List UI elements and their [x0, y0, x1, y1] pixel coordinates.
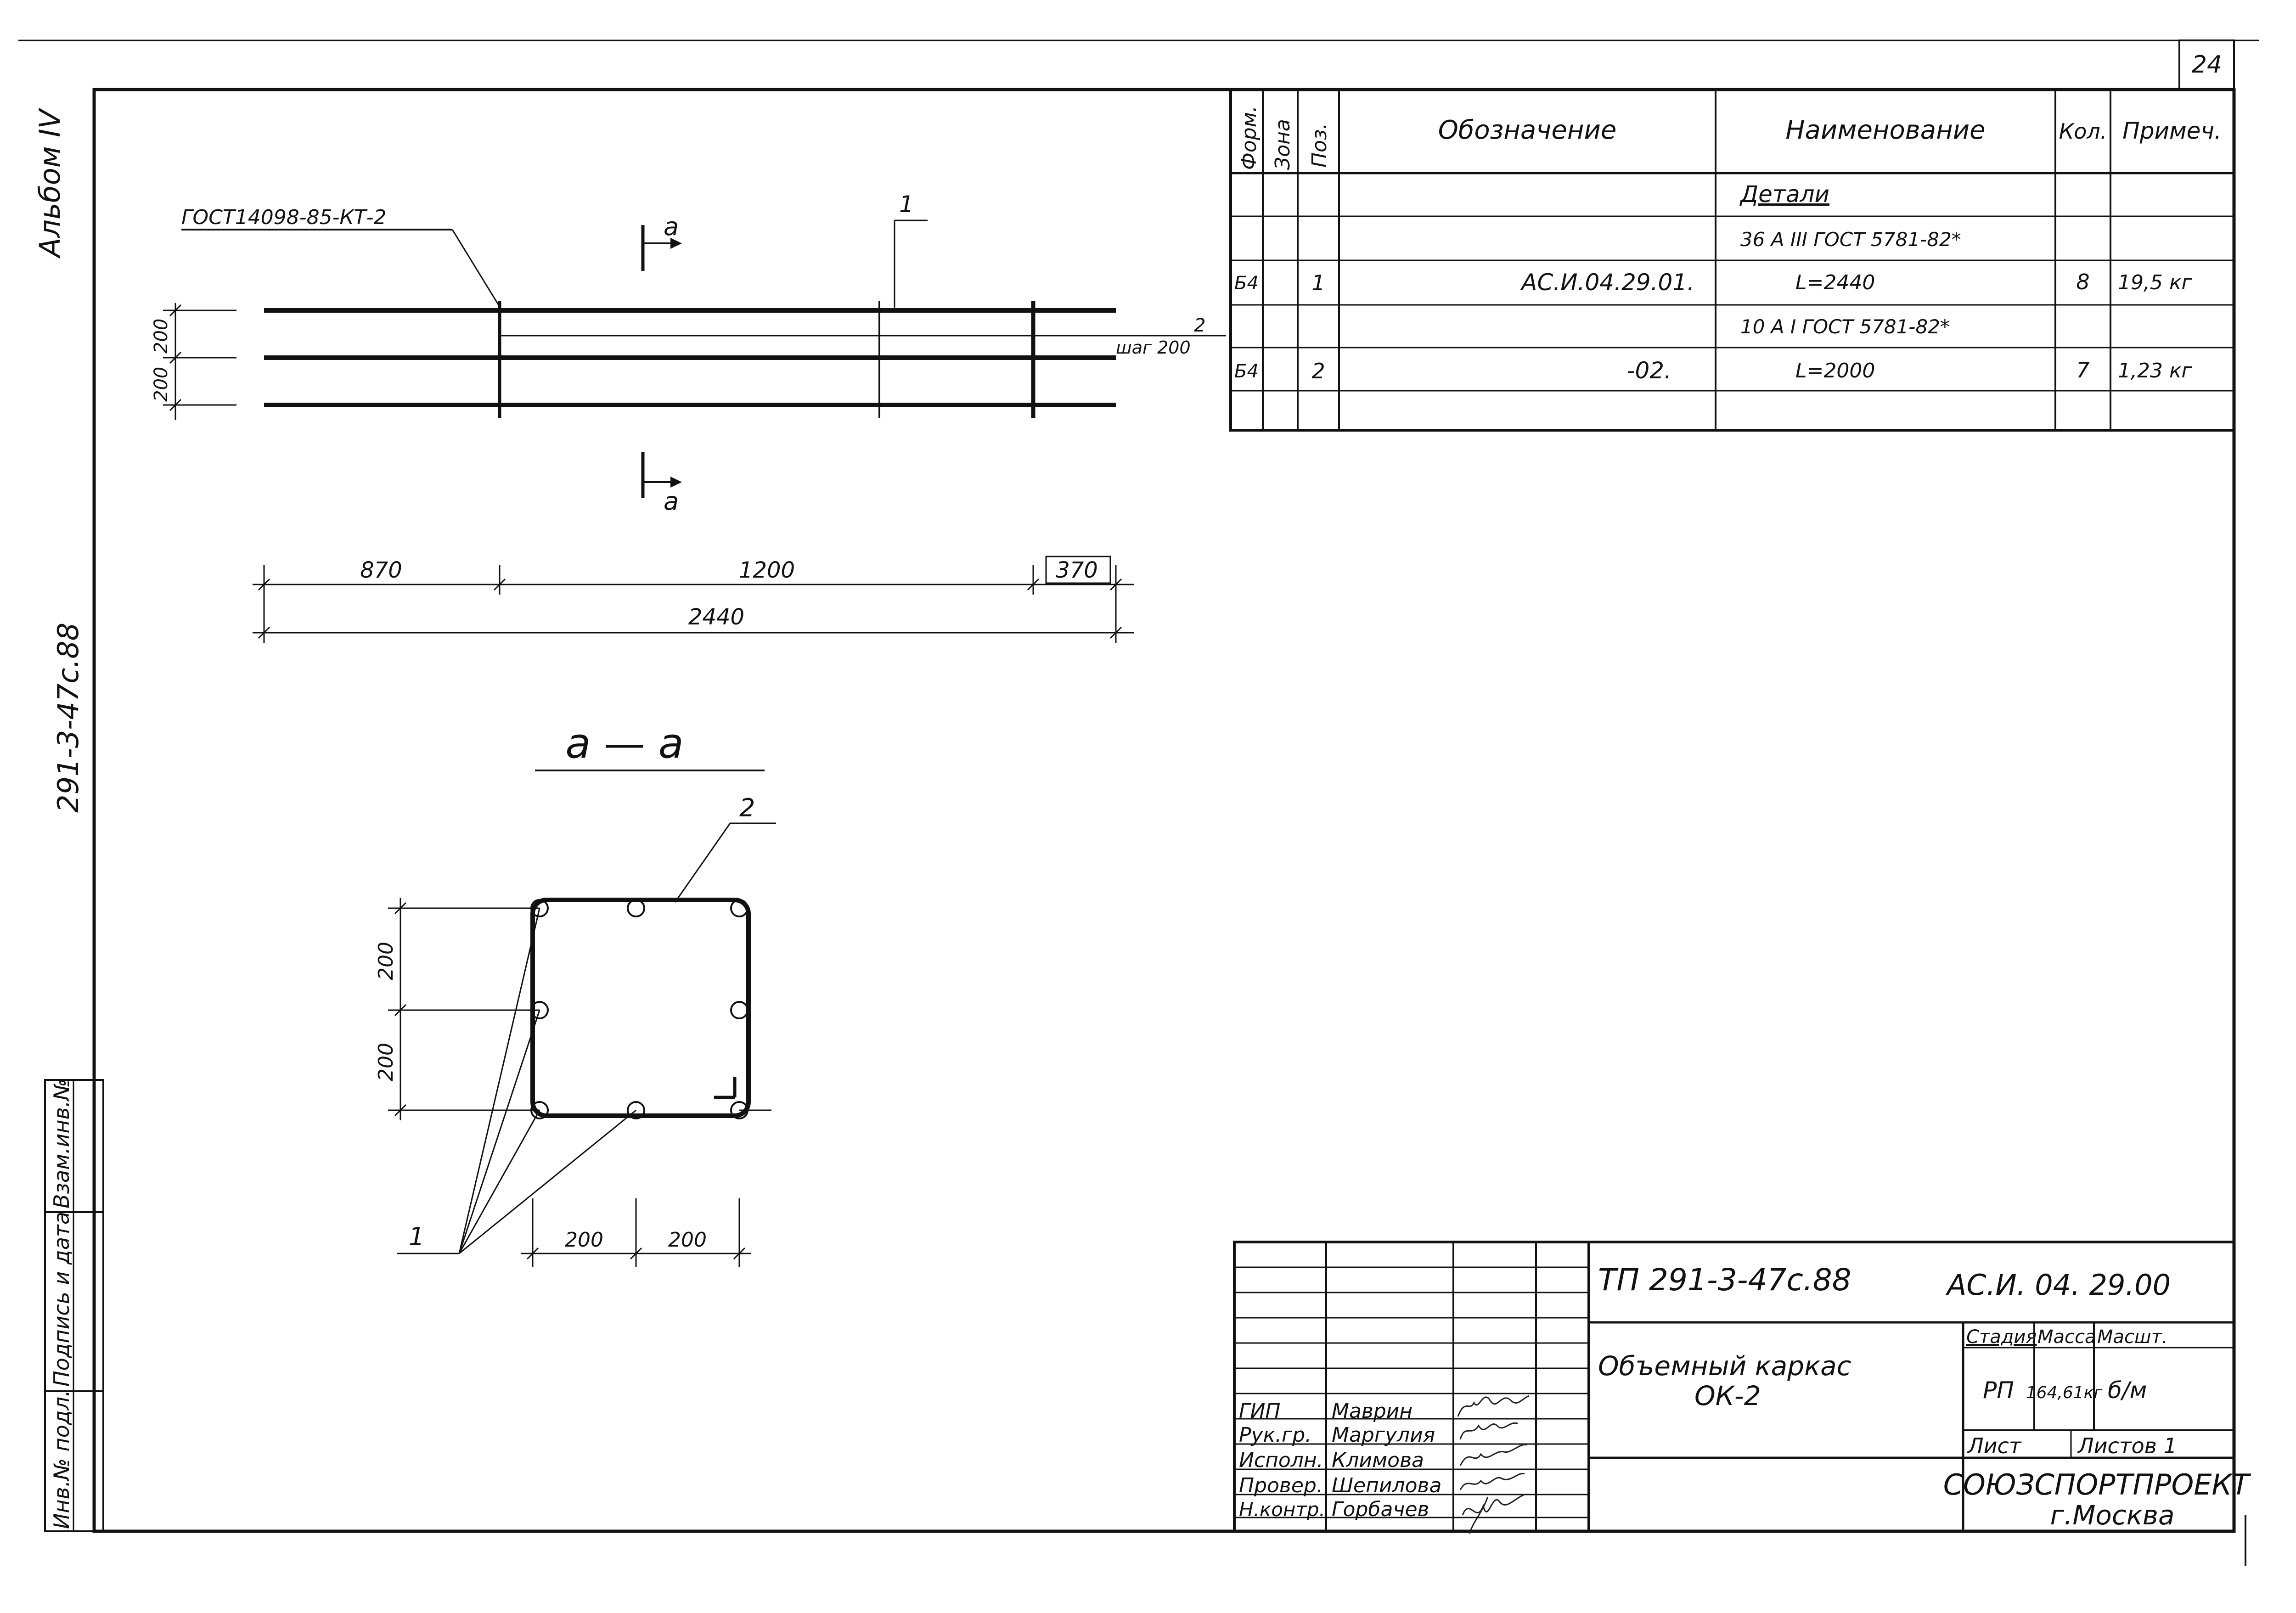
- spec-row2-qty: 7: [2076, 358, 2089, 382]
- section-arrow-bottom: [670, 477, 682, 488]
- name-executor: Климова: [1332, 1449, 1424, 1472]
- doc-code: ТП 291-3-47с.88: [1598, 1262, 1851, 1298]
- organization-city: г.Москва: [2050, 1500, 2174, 1531]
- side-margin: Альбом IV 291-3-47с.88 Инв.№ подл. Подпи…: [33, 107, 104, 1532]
- spec-header-qty: Кол.: [2059, 119, 2107, 144]
- step-note: шаг 200: [1116, 337, 1191, 358]
- spec-header-designation: Обозначение: [1438, 115, 1617, 145]
- section-dim-vertical-top: 200: [374, 942, 398, 980]
- spec-row-material-2: 10 А I ГОСТ 5781-82*: [1740, 315, 1950, 338]
- signature-gip: [1457, 1395, 1530, 1417]
- rebar-circles: [530, 899, 748, 1119]
- drawing-title: Объемный каркас: [1598, 1350, 1851, 1382]
- role-checker: Провер.: [1239, 1474, 1323, 1497]
- name-checker: Шепилова: [1332, 1474, 1441, 1497]
- organization-name: СОЮЗСПОРТПРОЕКТ: [1943, 1468, 2251, 1501]
- spec-header-name: Наименование: [1785, 115, 1985, 145]
- stamp-label-replace: Взам.инв.№: [49, 1079, 74, 1208]
- scale-label: Масшт.: [2097, 1326, 2168, 1348]
- section-dim-horizontal-left: 200: [565, 1228, 603, 1252]
- dim-right-box: [1045, 556, 1111, 584]
- spec-header-zone: Зона: [1271, 119, 1294, 170]
- name-norm-control: Горбачев: [1332, 1498, 1429, 1521]
- name-group-head: Маргулия: [1332, 1423, 1435, 1447]
- section-dim-vertical-bottom: 200: [374, 1043, 398, 1081]
- weld-note: ГОСТ14098-85-КТ-2: [181, 206, 386, 229]
- stirrup-outline: [530, 898, 751, 1118]
- mass-value: 164,61кг: [2026, 1383, 2103, 1402]
- stamp-label-sign: Подпись и дата: [49, 1212, 74, 1387]
- drawing-subtitle: ОК-2: [1694, 1380, 1761, 1411]
- signatories: ГИП Маврин Рук.гр. Маргулия Исполн. Клим…: [1239, 1399, 1441, 1521]
- rebar-circle: [627, 899, 645, 917]
- dim-left-870: 870: [360, 557, 402, 583]
- spec-row1-pos: 1: [1311, 270, 1325, 295]
- spec-header-format: Форм.: [1238, 106, 1261, 170]
- sheet-label: Лист: [1967, 1433, 2022, 1458]
- sheet-number: 24: [2192, 51, 2222, 79]
- rebar-circle: [730, 1001, 748, 1019]
- elevation-side-dim-bottom: 200: [151, 367, 172, 402]
- spec-row2-format: Б4: [1234, 361, 1259, 382]
- stage-label: Стадия: [1966, 1326, 2037, 1348]
- spec-row1-designation: АС.И.04.29.01.: [1520, 269, 1694, 296]
- sheet-frame: 24: [18, 39, 2259, 1566]
- signature-checker: [1459, 1472, 1525, 1490]
- title-block: ГИП Маврин Рук.гр. Маргулия Исполн. Клим…: [1233, 1241, 2251, 1534]
- spec-row-material-1: 36 А III ГОСТ 5781-82*: [1740, 228, 1961, 251]
- role-executor: Исполн.: [1239, 1449, 1323, 1472]
- dim-right-370: 370: [1056, 557, 1098, 583]
- spec-row-section-title: Детали: [1739, 181, 1829, 208]
- name-gip: Маврин: [1332, 1399, 1412, 1423]
- dim-total-2440: 2440: [688, 604, 744, 630]
- spec-header-note: Примеч.: [2122, 118, 2222, 144]
- mass-label: Масса: [2037, 1326, 2096, 1348]
- rebar-circle: [730, 899, 748, 917]
- spec-row2-note: 1,23 кг: [2118, 359, 2193, 382]
- signature-executor: [1459, 1444, 1527, 1466]
- elevation-side-dim-top: 200: [151, 319, 172, 354]
- section-view: а — а 200 200: [374, 719, 776, 1267]
- elevation-pos1-label: 1: [899, 191, 914, 218]
- sheets-label: Листов 1: [2077, 1433, 2177, 1458]
- drawing-code: АС.И. 04. 29.00: [1945, 1268, 2171, 1302]
- album-label: Альбом IV: [33, 107, 67, 259]
- spec-header-pos: Поз.: [1308, 123, 1331, 168]
- section-dim-horizontal-right: 200: [668, 1228, 707, 1252]
- spec-row2-pos: 2: [1311, 359, 1325, 383]
- dim-middle-1200: 1200: [739, 557, 795, 583]
- section-mark-bottom: а: [664, 487, 679, 516]
- spec-row1-note: 19,5 кг: [2118, 271, 2193, 294]
- section-pos2-label: 2: [739, 793, 755, 822]
- spec-row1-length: L=2440: [1795, 271, 1875, 294]
- role-gip: ГИП: [1239, 1399, 1281, 1423]
- spec-row2-designation: -02.: [1626, 357, 1671, 384]
- stamp-label-inv: Инв.№ подл.: [49, 1390, 74, 1529]
- role-norm-control: Н.контр.: [1239, 1498, 1325, 1521]
- spec-row1-qty: 8: [2076, 270, 2089, 294]
- section-pos1-label: 1: [409, 1222, 424, 1251]
- role-group-head: Рук.гр.: [1239, 1423, 1311, 1447]
- stage-value: РП: [1983, 1377, 2014, 1404]
- rebar-circle: [627, 1101, 645, 1119]
- spec-row2-length: L=2000: [1795, 359, 1875, 382]
- elevation-view: 200 200 ГОСТ14098-85-КТ-2 1 2 шаг 200 а …: [151, 191, 1226, 643]
- scale-value: б/м: [2108, 1377, 2147, 1404]
- signature-norm-control: [1462, 1494, 1525, 1534]
- signatures: [1457, 1395, 1530, 1534]
- section-title: а — а: [565, 719, 684, 768]
- spec-row1-format: Б4: [1234, 273, 1259, 294]
- section-arrow-top: [670, 238, 682, 249]
- project-code-vertical: 291-3-47с.88: [51, 623, 85, 813]
- section-mark-top: а: [664, 212, 679, 241]
- specification-table: Форм. Зона Поз. Обозначение Наименование…: [1229, 88, 2235, 432]
- elevation-pos2-label: 2: [1194, 315, 1205, 336]
- signature-group-head: [1459, 1422, 1518, 1440]
